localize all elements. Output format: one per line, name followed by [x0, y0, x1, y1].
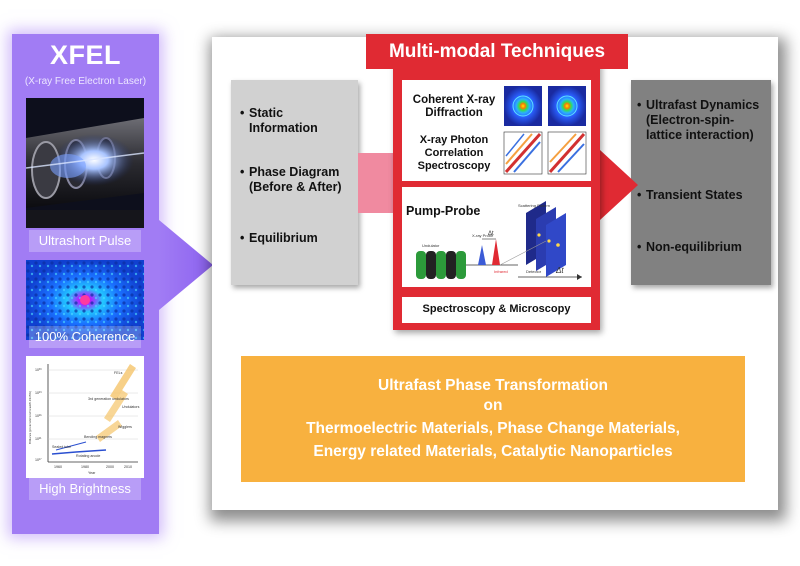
delta-t-axis-label: Δt	[555, 266, 564, 275]
curve-label-fels: FELs	[114, 371, 123, 375]
infrared-label: Infrared	[494, 269, 508, 274]
x-axis-label: Year	[88, 471, 96, 475]
y-tick-label: 10²⁹	[35, 391, 42, 395]
phase-transformation-box: Ultrafast Phase Transformation on Thermo…	[241, 356, 745, 482]
xray-probe-label: X-ray Probe	[472, 233, 494, 238]
phase-diagram-item: •Phase Diagram (Before & After)	[240, 165, 342, 194]
xfel-title: XFEL	[49, 40, 121, 70]
pump-probe-label: Pump-Probe	[406, 204, 481, 218]
undulator-icon	[416, 251, 466, 279]
xpcs-label: X-ray Photon Correlation Spectroscopy	[417, 134, 491, 172]
caption-coherence: 100% Coherence	[29, 326, 141, 348]
x-tick-label: 2010	[124, 465, 132, 469]
caption-ultrashort-pulse: Ultrashort Pulse	[29, 230, 141, 252]
curve-label-3rd-gen: 3rd generation undulators	[88, 397, 129, 401]
phase-transformation-on: on	[483, 397, 503, 414]
curve-label-wigglers: Wigglers	[118, 425, 132, 429]
y-tick-label: 10¹⁷	[35, 458, 42, 462]
ultrafast-dynamics-box	[631, 80, 771, 285]
delta-t-label: Δt	[488, 231, 494, 237]
materials-line-2: Energy related Materials, Catalytic Nano…	[313, 443, 673, 460]
detector-label: Detector	[526, 269, 542, 274]
purple-arrow-icon	[159, 220, 213, 310]
curve-label-rotating-anode: Rotating anode	[76, 454, 100, 458]
caption-high-brightness: High Brightness	[29, 478, 141, 500]
pump-probe-diagram: Undulator X-ray Probe Δt Infrared Scatte…	[416, 201, 582, 280]
pump-probe-panel: Pump-Probe Undulator X-ray Probe	[402, 187, 591, 287]
red-arrow-icon	[592, 150, 638, 220]
x-tick-label: 2000	[106, 465, 114, 469]
y-axis-label: Brilliance (photons/s/mm²/mrad²/0.1% BW)	[28, 391, 32, 444]
materials-line-1: Thermoelectric Materials, Phase Change M…	[306, 420, 680, 437]
y-tick-label: 10²⁵	[35, 414, 42, 418]
curve-label-undulators: Undulators	[122, 405, 140, 409]
xfel-panel: XFEL (X-ray Free Electron Laser)	[12, 34, 159, 534]
undulator-label: Undulator	[422, 243, 440, 248]
phase-transformation-title: Ultrafast Phase Transformation	[378, 377, 608, 394]
diffraction-images	[503, 86, 587, 175]
brightness-chart-image: 10³³ 10²⁹ 10²⁵ 10²¹ 10¹⁷ 1960 1980 2000 …	[26, 356, 144, 478]
xfel-subtitle: (X-ray Free Electron Laser)	[24, 76, 147, 87]
y-tick-label: 10³³	[35, 368, 42, 372]
x-tick-label: 1980	[81, 465, 89, 469]
spectroscopy-label: Spectroscopy & Microscopy	[422, 303, 571, 315]
curve-label-sealed-tube: Sealed tube	[52, 445, 71, 449]
static-info-item: •Static Information	[240, 106, 318, 135]
diffraction-panel: Coherent X-ray Diffraction X-ray Photon …	[402, 80, 591, 181]
x-tick-label: 1960	[54, 465, 62, 469]
cxd-label: Coherent X-ray Diffraction	[412, 94, 496, 119]
transient-states-item: •Transient States	[637, 188, 743, 202]
non-equilibrium-item: •Non-equilibrium	[637, 240, 742, 254]
multimodal-title: Multi-modal Techniques	[366, 34, 628, 69]
pink-connector	[358, 153, 395, 213]
equilibrium-item: •Equilibrium	[240, 231, 318, 245]
spectroscopy-panel: Spectroscopy & Microscopy	[402, 297, 591, 323]
y-tick-label: 10²¹	[35, 437, 42, 441]
static-info-box	[231, 80, 358, 285]
ultrafast-dynamics-item: •Ultrafast Dynamics (Electron-spin-latti…	[637, 98, 760, 142]
laser-beamline-image	[26, 98, 144, 228]
scattering-label: Scattering Pattern	[518, 203, 550, 208]
curve-label-bending: Bending magnets	[84, 435, 112, 439]
coherence-pattern-image	[26, 260, 144, 340]
